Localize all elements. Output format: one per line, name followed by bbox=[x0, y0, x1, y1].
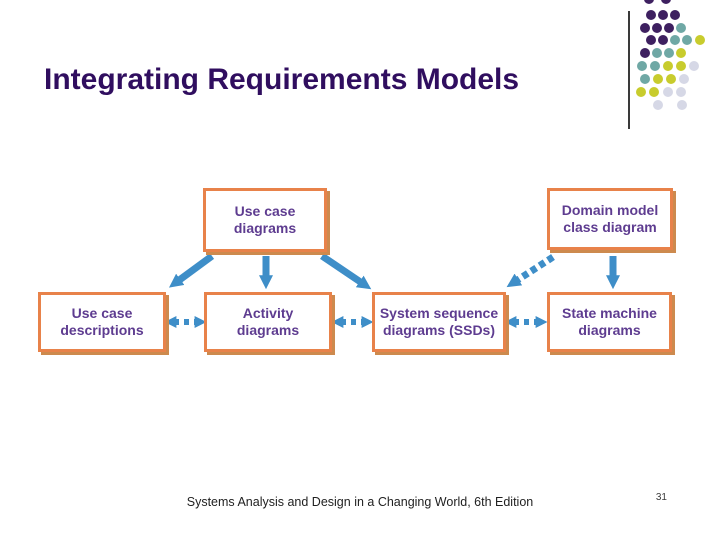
decorative-dot bbox=[670, 10, 680, 20]
box-label-line: Domain model bbox=[561, 202, 659, 218]
box-state-machine-diagrams: State machine diagrams bbox=[547, 292, 672, 352]
arrow-domainmodel-to-ssd-dashed bbox=[506, 254, 555, 288]
decorative-dot bbox=[652, 48, 662, 58]
decorative-dot bbox=[676, 87, 686, 97]
box-label-line: diagrams bbox=[236, 322, 300, 338]
decorative-dot bbox=[670, 35, 680, 45]
decorative-dot bbox=[676, 61, 686, 71]
decorative-dot bbox=[640, 48, 650, 58]
box-activity-diagrams: Activity diagrams bbox=[204, 292, 332, 352]
box-label-line: Use case bbox=[234, 203, 296, 219]
decorative-dot bbox=[666, 74, 676, 84]
box-label-line: diagrams bbox=[233, 220, 297, 236]
decorative-dot bbox=[664, 23, 674, 33]
page-number: 31 bbox=[655, 492, 667, 503]
decorative-dot bbox=[650, 61, 660, 71]
decorative-dot bbox=[646, 35, 656, 45]
decorative-dot bbox=[695, 35, 705, 45]
decorative-dot bbox=[649, 87, 659, 97]
box-label-line: diagrams bbox=[578, 322, 641, 338]
decorative-dot bbox=[658, 35, 668, 45]
decorative-dot bbox=[644, 0, 654, 4]
decorative-dot bbox=[636, 87, 646, 97]
arrow-usecasediagrams-to-descriptions bbox=[168, 253, 215, 288]
decorative-dot bbox=[646, 10, 656, 20]
decorative-dot bbox=[653, 100, 663, 110]
decorative-dot bbox=[653, 74, 663, 84]
box-label-line: System sequence bbox=[379, 305, 499, 321]
box-domain-model-class-diagram: Domain model class diagram bbox=[547, 188, 673, 250]
decorative-dot bbox=[676, 48, 686, 58]
decorative-dot bbox=[676, 23, 686, 33]
box-label-line: Use case bbox=[71, 305, 133, 321]
box-label-line: State machine bbox=[562, 305, 657, 321]
box-label-line: descriptions bbox=[60, 322, 144, 338]
decorative-dot bbox=[661, 0, 671, 4]
decorative-dot bbox=[663, 61, 673, 71]
decorative-dot bbox=[637, 61, 647, 71]
box-label-line: diagrams (SSDs) bbox=[382, 322, 496, 338]
arrow-usecasediagrams-to-ssd bbox=[320, 253, 372, 290]
footer-text: Systems Analysis and Design in a Changin… bbox=[186, 495, 534, 509]
decorative-dot bbox=[658, 10, 668, 20]
footer: Systems Analysis and Design in a Changin… bbox=[0, 495, 720, 509]
decorative-dot bbox=[682, 35, 692, 45]
decorative-dot bbox=[689, 61, 699, 71]
decorative-dot bbox=[640, 74, 650, 84]
slide-title: Integrating Requirements Models bbox=[44, 63, 520, 96]
decorative-dot bbox=[679, 74, 689, 84]
decorative-dot bbox=[677, 100, 687, 110]
box-use-case-descriptions: Use case descriptions bbox=[38, 292, 166, 352]
box-label-line: Activity bbox=[242, 305, 294, 321]
decorative-dot bbox=[663, 87, 673, 97]
box-label-line: class diagram bbox=[563, 219, 657, 235]
box-use-case-diagrams: Use case diagrams bbox=[203, 188, 327, 252]
decorative-dot bbox=[640, 23, 650, 33]
decorative-dot bbox=[664, 48, 674, 58]
decorative-dot bbox=[652, 23, 662, 33]
decorative-vertical-line bbox=[628, 11, 630, 129]
box-system-sequence-diagrams: System sequence diagrams (SSDs) bbox=[372, 292, 506, 352]
